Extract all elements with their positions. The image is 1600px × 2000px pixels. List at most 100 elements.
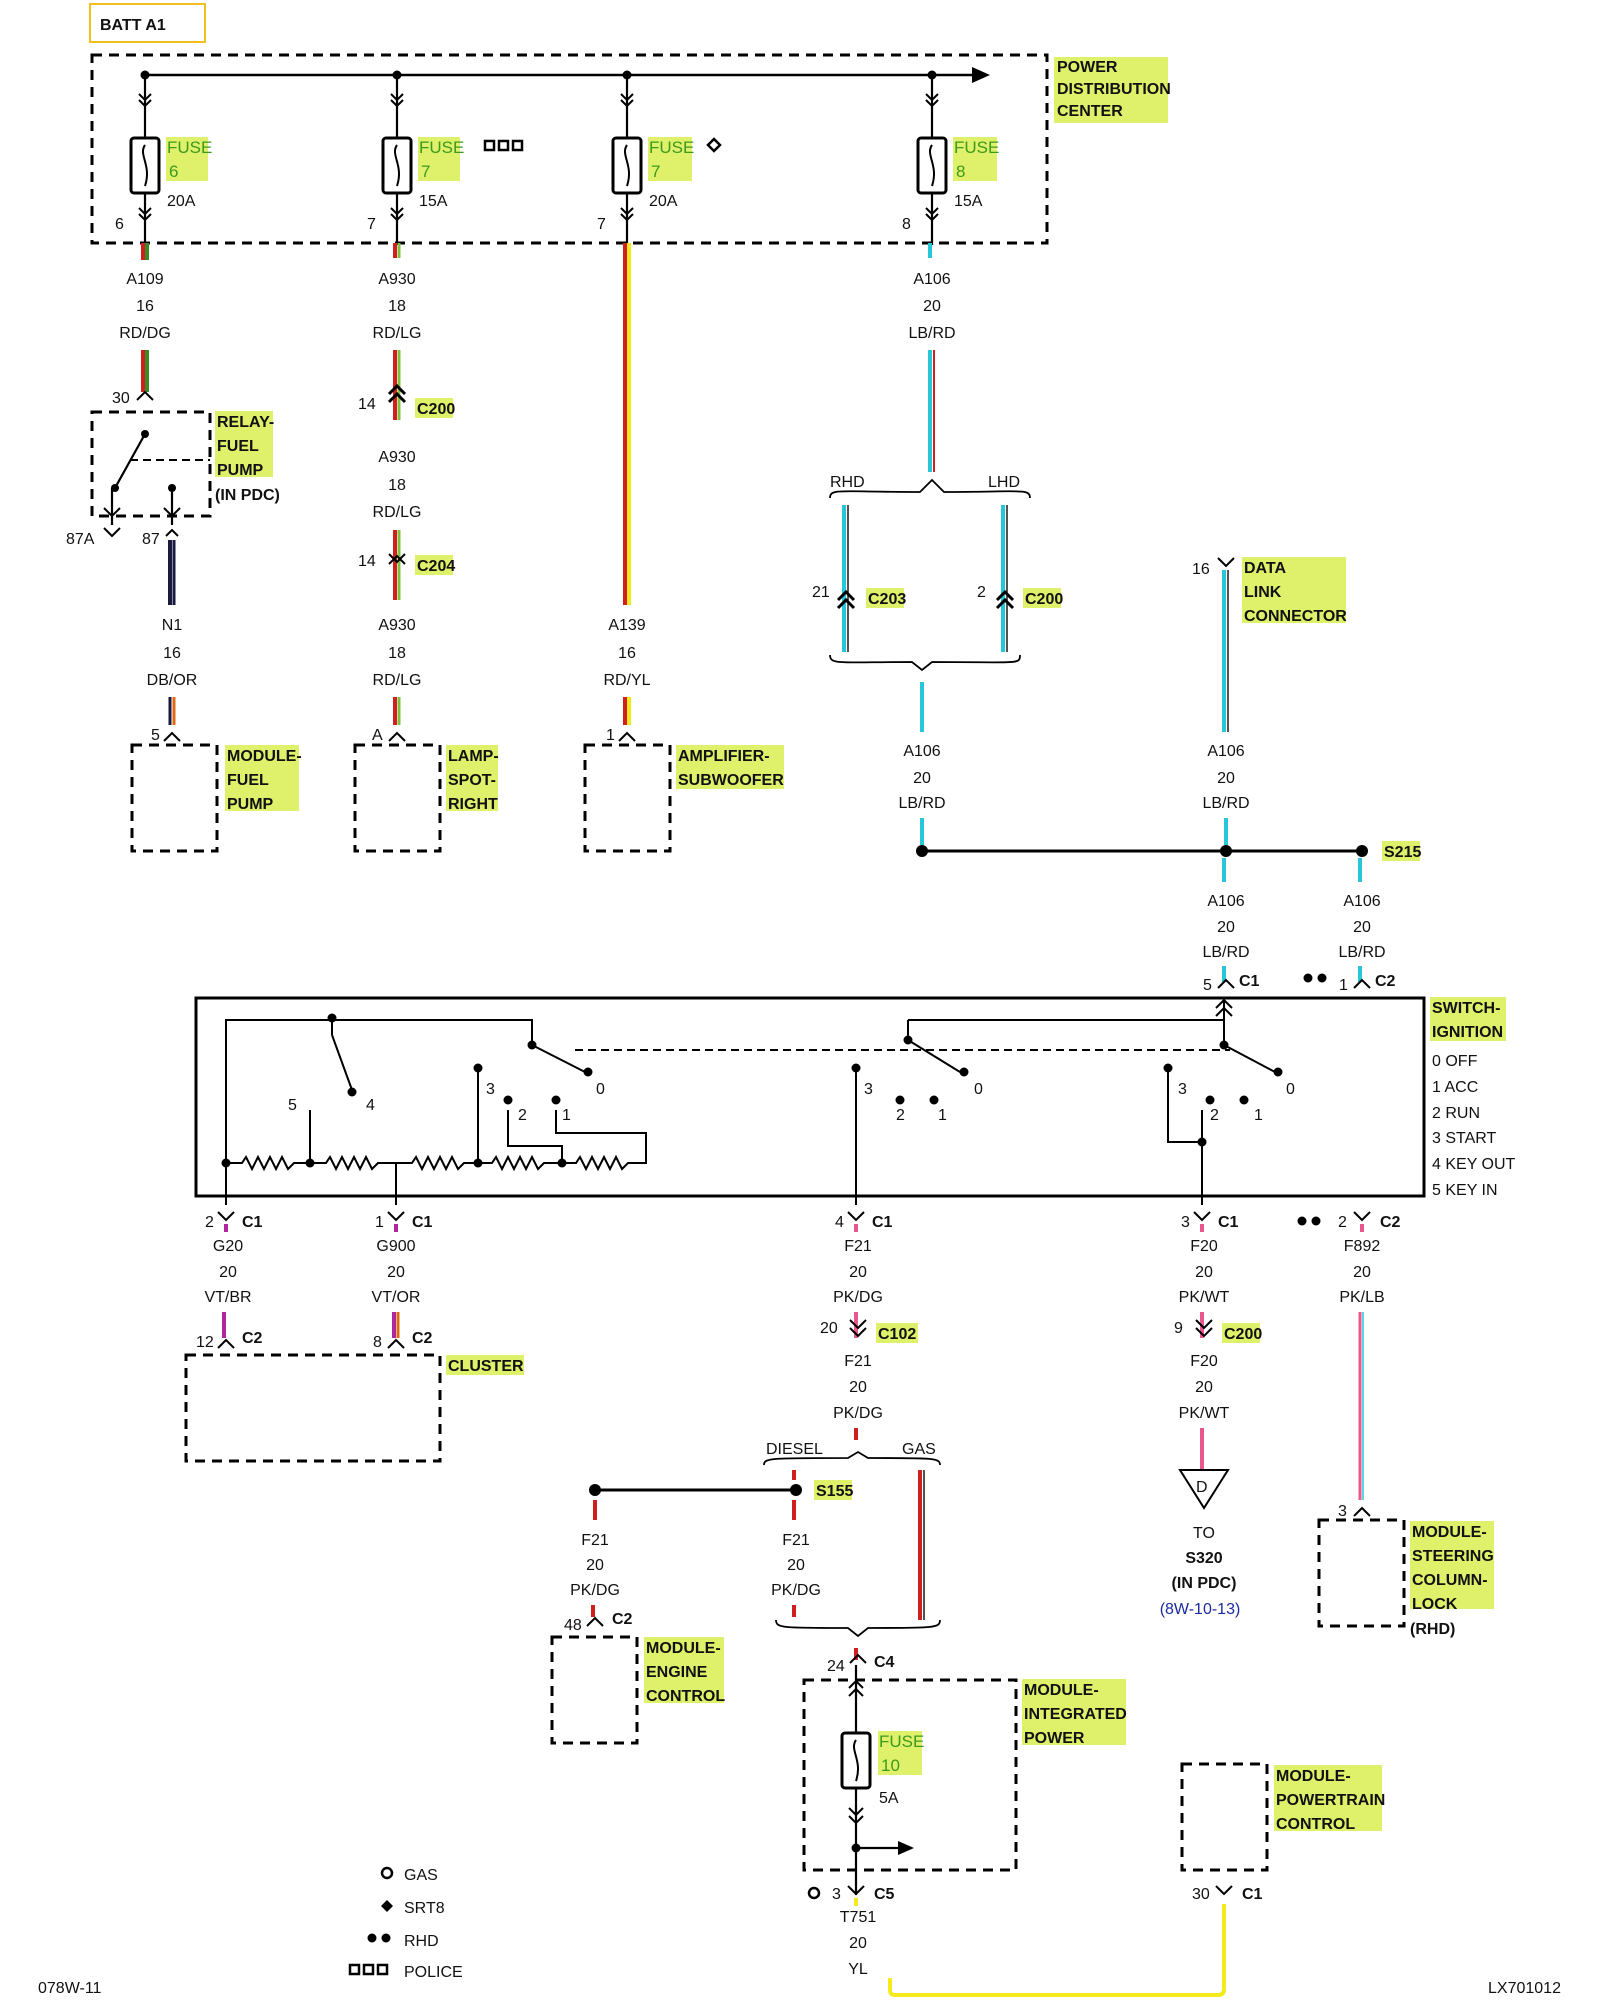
svg-text:1: 1 <box>562 1107 571 1124</box>
power-distribution-center-box <box>90 53 1049 245</box>
svg-text:20: 20 <box>586 1557 604 1574</box>
svg-text:15A: 15A <box>954 193 983 210</box>
svg-text:(8W-10-13): (8W-10-13) <box>1160 1601 1241 1618</box>
svg-text:6: 6 <box>115 216 124 233</box>
bus-arrow <box>972 67 990 83</box>
svg-text:RELAY-: RELAY- <box>217 414 274 431</box>
svg-text:10: 10 <box>881 1756 900 1775</box>
svg-text:BATT A1: BATT A1 <box>100 17 166 34</box>
svg-text:MODULE-: MODULE- <box>1412 1524 1487 1541</box>
svg-text:COLUMN-: COLUMN- <box>1412 1572 1488 1589</box>
svg-text:ENGINE: ENGINE <box>646 1664 708 1681</box>
svg-text:C203: C203 <box>868 591 906 608</box>
svg-text:F21: F21 <box>782 1532 810 1549</box>
svg-text:20A: 20A <box>649 193 678 210</box>
svg-text:2: 2 <box>896 1107 905 1124</box>
svg-text:A930: A930 <box>378 449 415 466</box>
svg-text:C5: C5 <box>874 1886 895 1903</box>
svg-text:20: 20 <box>787 1557 805 1574</box>
brace-bottom <box>829 654 1021 672</box>
svg-text:2: 2 <box>1210 1107 1219 1124</box>
svg-text:MODULE-: MODULE- <box>1024 1682 1099 1699</box>
svg-text:18: 18 <box>388 298 406 315</box>
svg-text:20: 20 <box>849 1935 867 1952</box>
svg-text:YL: YL <box>848 1961 868 1978</box>
svg-text:FUEL: FUEL <box>217 438 259 455</box>
srt8-diamond-icon <box>706 137 722 153</box>
fuse-8: FUSE 8 15A 8 <box>902 70 999 245</box>
svg-text:VT/BR: VT/BR <box>204 1289 251 1306</box>
svg-text:7: 7 <box>597 216 606 233</box>
svg-text:PK/WT: PK/WT <box>1179 1289 1230 1306</box>
svg-text:48: 48 <box>564 1617 582 1634</box>
svg-text:C2: C2 <box>242 1330 263 1347</box>
svg-text:FUEL: FUEL <box>227 772 269 789</box>
svg-text:F21: F21 <box>844 1238 872 1255</box>
svg-text:LHD: LHD <box>988 474 1020 491</box>
tipm-fuse-10: FUSE 10 5A <box>840 1665 924 1895</box>
connector-d-triangle <box>1178 1469 1230 1510</box>
connector-c102: C102 <box>876 1323 918 1343</box>
svg-text:A930: A930 <box>378 271 415 288</box>
svg-text:C200: C200 <box>1025 591 1063 608</box>
svg-text:FUSE: FUSE <box>954 138 999 157</box>
svg-text:AMPLIFIER-: AMPLIFIER- <box>678 748 770 765</box>
svg-text:TO: TO <box>1193 1525 1215 1542</box>
svg-text:18: 18 <box>388 477 406 494</box>
svg-text:DB/OR: DB/OR <box>147 672 198 689</box>
svg-text:0: 0 <box>596 1081 605 1098</box>
svg-text:FUSE: FUSE <box>419 138 464 157</box>
amplifier-subwoofer-box <box>583 743 672 853</box>
svg-text:87: 87 <box>142 531 160 548</box>
svg-text:C1: C1 <box>872 1214 893 1231</box>
svg-text:20: 20 <box>849 1379 867 1396</box>
switch-internals <box>225 998 1276 1205</box>
svg-text:PK/DG: PK/DG <box>570 1582 620 1599</box>
cluster-box <box>184 1353 442 1463</box>
svg-text:5: 5 <box>1203 977 1212 994</box>
pdc-label: POWER DISTRIBUTION CENTER <box>1054 57 1171 123</box>
svg-text:INTEGRATED: INTEGRATED <box>1024 1706 1127 1723</box>
svg-text:F21: F21 <box>581 1532 609 1549</box>
wire-f21-label-1: F21 20 PK/DG <box>833 1238 883 1306</box>
module-integrated-power-box <box>802 1678 1018 1872</box>
wire-a106-c2-label: A106 20 LB/RD <box>1338 893 1385 961</box>
wire-a930-label-3: A930 18 RD/LG <box>373 617 422 689</box>
svg-text:15A: 15A <box>419 193 448 210</box>
svg-text:14: 14 <box>358 396 376 413</box>
switch-output-pins: 2 C1 1 C1 4 C1 3 C1 2 C2 <box>205 1211 1401 1231</box>
svg-text:FUSE: FUSE <box>649 138 694 157</box>
svg-text:2 RUN: 2 RUN <box>1432 1105 1480 1122</box>
svg-text:S215: S215 <box>1384 844 1421 861</box>
module-engine-control-label: MODULE- ENGINE CONTROL <box>644 1637 725 1705</box>
svg-text:20: 20 <box>1353 919 1371 936</box>
footer-right-code: LX701012 <box>1488 1980 1561 1997</box>
module-powertrain-control-label: MODULE- POWERTRAIN CONTROL <box>1274 1765 1385 1833</box>
svg-text:4 KEY OUT: 4 KEY OUT <box>1432 1156 1516 1173</box>
svg-text:RIGHT: RIGHT <box>448 796 498 813</box>
svg-text:POWER: POWER <box>1024 1730 1085 1747</box>
svg-text:POWER: POWER <box>1057 59 1118 76</box>
fuse-6: FUSE 6 20A 6 <box>115 70 212 245</box>
module-powertrain-control-box <box>1180 1762 1269 1872</box>
svg-text:RHD: RHD <box>830 474 865 491</box>
svg-text:12: 12 <box>196 1334 214 1351</box>
c5-pin: 3 C5 <box>807 1885 895 1903</box>
svg-text:16: 16 <box>136 298 154 315</box>
amplifier-subwoofer-label: AMPLIFIER- SUBWOOFER <box>676 745 784 789</box>
splice-s155-label: S155 <box>814 1480 853 1500</box>
svg-text:1: 1 <box>1339 977 1348 994</box>
svg-text:POWERTRAIN: POWERTRAIN <box>1276 1792 1385 1809</box>
svg-text:CLUSTER: CLUSTER <box>448 1358 524 1375</box>
svg-text:C1: C1 <box>1239 973 1260 990</box>
svg-text:C2: C2 <box>1375 973 1396 990</box>
svg-text:RHD: RHD <box>404 1933 439 1950</box>
svg-text:2: 2 <box>977 584 986 601</box>
relay-fuel-pump-box <box>90 410 212 518</box>
svg-text:20: 20 <box>1217 770 1235 787</box>
svg-text:C2: C2 <box>412 1330 433 1347</box>
svg-text:7: 7 <box>367 216 376 233</box>
batt-a1-label: BATT A1 <box>89 3 206 43</box>
svg-text:20: 20 <box>1353 1264 1371 1281</box>
svg-text:RD/YL: RD/YL <box>603 672 650 689</box>
